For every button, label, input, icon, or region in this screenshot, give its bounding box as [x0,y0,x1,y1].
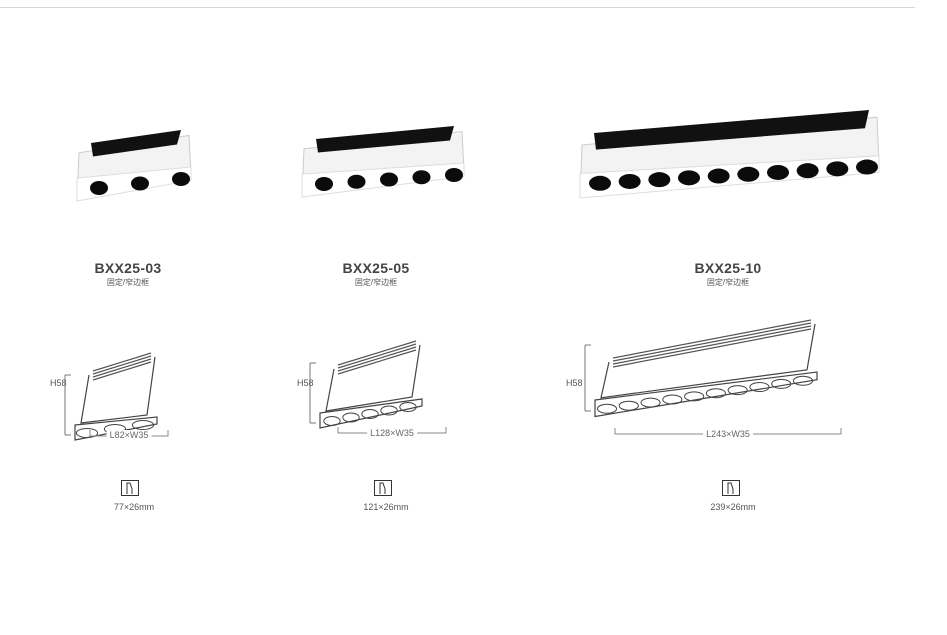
light-hole [90,181,108,195]
light-hole [412,170,431,185]
cutout-size: 121×26mm [363,502,409,512]
height-label: H58 [50,378,67,388]
light-hole [796,163,819,179]
lens-outline [75,428,99,438]
cutout-icon [374,480,392,496]
light-hole [678,170,700,186]
lens-outline [749,382,770,393]
lens-outline [399,402,417,412]
heatsink-rail [337,349,417,375]
light-hole [826,161,849,177]
product-photo [76,130,192,202]
lens-outline [662,394,683,405]
housing-outline [600,323,816,399]
heatsink-rail [337,340,417,366]
light-hole [589,175,611,191]
light-hole [380,172,398,187]
light-hole [347,174,366,189]
line-drawing [309,340,423,429]
housing-outline [325,344,421,412]
cutout-size: 77×26mm [113,502,155,512]
bottom-trim [74,416,158,441]
heatsink-rail [337,343,417,369]
lens-outline [361,409,379,419]
cutout-icon [121,480,139,496]
lens-outline [342,412,360,423]
heatsink-rail [92,355,152,375]
size-label: L243×W35 [703,429,753,439]
light-hole [648,172,671,188]
fixture-top [594,110,869,150]
heatsink-rail [92,361,152,381]
lens-outline [131,420,155,430]
lens-outline [705,388,726,399]
fixture-top [91,130,181,157]
line-drawing [584,319,818,418]
heatsink-rail [92,358,152,378]
lens-outline [618,400,639,411]
lens-outline [792,375,814,386]
heatsink-rail [92,352,152,372]
light-hole [315,177,333,191]
product-subtitle: 固定/窄边框 [354,278,398,287]
light-hole [445,168,463,182]
light-hole [707,168,730,184]
line-drawing [64,352,158,441]
light-hole [618,173,641,189]
fixture-top [316,126,454,153]
product-model: BXX25-03 [94,260,162,276]
height-bracket-ticks [65,374,71,436]
lens-outline [727,385,748,396]
light-hole [172,172,190,186]
size-label: L82×W35 [106,430,152,440]
light-hole [737,166,760,182]
light-hole [856,159,878,175]
height-bracket-ticks [585,344,591,412]
product-subtitle: 固定/窄边框 [106,278,150,287]
top-divider [0,7,915,8]
height-label: H58 [297,378,314,388]
cutout-icon [722,480,740,496]
light-hole [131,176,149,191]
lens-outline [323,416,341,426]
product-photo [579,110,880,199]
heatsink-rail [612,328,812,368]
height-label: H58 [566,378,583,388]
housing-outline [80,356,156,424]
height-bracket-ticks [310,362,316,424]
lens-outline [640,397,661,408]
product-photo [301,126,465,198]
product-model: BXX25-10 [694,260,762,276]
heatsink-rail [612,325,812,365]
lens-outline [684,391,705,402]
bottom-trim [594,371,818,418]
heatsink-rail [612,319,812,359]
product-model: BXX25-05 [342,260,410,276]
lens-outline [596,403,618,414]
size-label: L128×W35 [367,428,417,438]
light-hole [767,164,789,180]
cutout-size: 239×26mm [710,502,756,512]
lens-outline [771,378,792,389]
product-subtitle: 固定/窄边框 [706,278,750,287]
heatsink-rail [337,346,417,372]
heatsink-rail [612,322,812,362]
lens-outline [380,405,398,416]
